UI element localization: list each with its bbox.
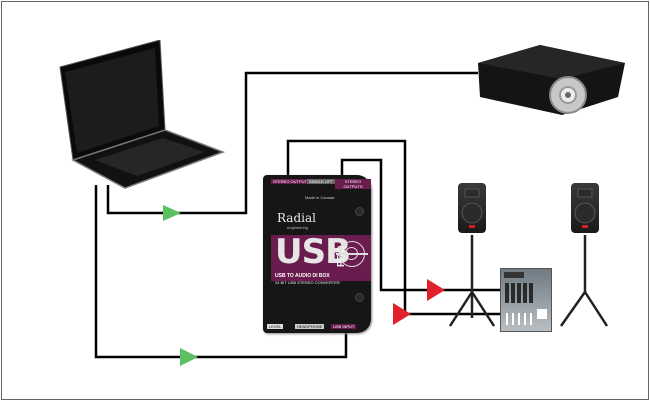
mixer-icon xyxy=(504,272,547,325)
made-in-label: Made in Canada xyxy=(305,195,335,200)
wire-laptop-projector xyxy=(106,71,478,215)
model-label: USB xyxy=(275,232,351,272)
screw-icon xyxy=(355,293,364,302)
radial-logo: Radial engineering xyxy=(277,211,316,230)
level-label: LEVEL xyxy=(267,324,284,329)
single-lift-label: SINGLE LIFT xyxy=(307,179,336,184)
left-speaker-stand xyxy=(448,235,496,327)
left-speaker xyxy=(458,183,486,233)
mixer xyxy=(500,268,552,332)
right-speaker-stand xyxy=(559,235,609,327)
wire-di-out-left xyxy=(286,139,505,316)
green-arrow-icon xyxy=(180,348,198,366)
laptop-icon xyxy=(59,39,226,189)
speaker-icon xyxy=(574,188,596,228)
red-arrow-icon xyxy=(427,279,445,301)
usb-pro-di-box: STEREO OUTPUTS SINGLE LIFT STEREO OUTPUT… xyxy=(263,175,371,333)
red-arrow-icon xyxy=(393,303,411,325)
green-arrow-icon xyxy=(163,205,181,221)
screw-icon xyxy=(355,207,364,216)
right-speaker xyxy=(571,183,599,233)
speaker-icon xyxy=(461,188,483,228)
stereo-outputs-label-left: STEREO OUTPUTS xyxy=(271,179,312,184)
wire-laptop-di-usb xyxy=(94,185,348,359)
headphone-label: HEADPHONE xyxy=(295,324,325,329)
laptop xyxy=(55,39,226,190)
stereo-outputs-label-right: STEREO OUTPUTS xyxy=(335,179,371,189)
subtitle-label: USB TO AUDIO DI BOX xyxy=(275,273,330,279)
wire-di-out-right xyxy=(340,158,505,292)
projector xyxy=(470,35,635,120)
subtitle2-label: 24 BIT USB STEREO CONVERTER xyxy=(275,280,340,285)
crosshair-logo-icon xyxy=(336,241,368,267)
usb-input-label: USB INPUT xyxy=(331,324,357,329)
projector-icon xyxy=(478,45,625,115)
